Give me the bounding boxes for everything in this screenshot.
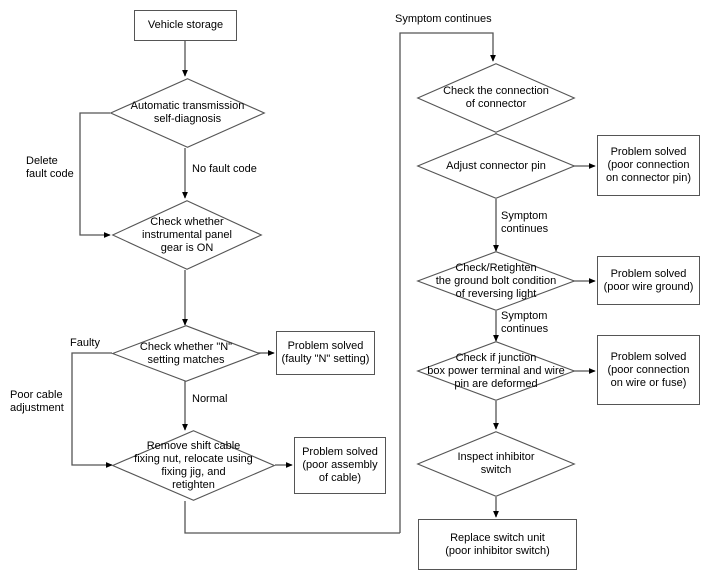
node-label: Problem solved (faulty "N" setting) (281, 340, 370, 365)
diamond-shape (416, 251, 576, 311)
node-label: Problem solved (poor connection on conne… (606, 146, 691, 184)
diamond-shape (416, 133, 576, 199)
node-replace-switch-unit[interactable]: Replace switch unit (poor inhibitor swit… (418, 519, 577, 570)
diamond-shape (416, 341, 576, 401)
edge-label-symptom-continues-2: Symptom continues (501, 310, 549, 335)
node-label: Replace switch unit (poor inhibitor swit… (445, 531, 550, 557)
diamond-shape (416, 63, 576, 133)
node-check-junction-box[interactable]: Check if junction box power terminal and… (416, 341, 576, 401)
node-label: Check whether "N" setting matches (139, 340, 233, 366)
node-problem-solved-connector-pin[interactable]: Problem solved (poor connection on conne… (597, 135, 700, 196)
node-problem-solved-wire-fuse[interactable]: Problem solved (poor connection on wire … (597, 335, 700, 405)
node-label: Problem solved (poor assembly of cable) (302, 446, 378, 484)
node-label: Problem solved (poor connection on wire … (607, 350, 690, 389)
node-problem-solved-wire-ground[interactable]: Problem solved (poor wire ground) (597, 256, 700, 305)
node-label: Problem solved (poor wire ground) (603, 267, 694, 293)
node-label: Adjust connector pin (446, 159, 546, 172)
edge-label-symptom-continues-1: Symptom continues (501, 210, 549, 235)
node-label: Remove shift cable fixing nut, relocate … (134, 439, 253, 491)
node-label: Inspect inhibitor switch (457, 451, 535, 476)
node-check-connector-connection[interactable]: Check the connection of connector (416, 63, 576, 133)
node-adjust-connector-pin[interactable]: Adjust connector pin (416, 133, 576, 199)
edge-label-normal: Normal (192, 393, 228, 405)
node-label: Vehicle storage (147, 19, 224, 31)
node-check-instrumental-panel[interactable]: Check whether instrumental panel gear is… (111, 200, 263, 270)
diamond-shape (111, 325, 261, 382)
diamond-shape (416, 431, 576, 497)
node-problem-solved-n-setting[interactable]: Problem solved (faulty "N" setting) (276, 331, 375, 375)
node-auto-transmission-self-diagnosis[interactable]: Automatic transmission self-diagnosis (109, 78, 266, 148)
edge-label-poor-cable-adjustment: Poor cable adjustment (10, 389, 64, 414)
diamond-shape (111, 200, 263, 270)
node-problem-solved-cable-assembly[interactable]: Problem solved (poor assembly of cable) (294, 437, 386, 494)
node-vehicle-storage[interactable]: Vehicle storage (134, 10, 237, 41)
edge-label-symptom-continues-top: Symptom continues (395, 13, 492, 25)
node-label: Check/Retighten the ground bolt conditio… (435, 261, 557, 300)
node-label: Check whether instrumental panel gear is… (142, 215, 232, 254)
edge-label-no-fault-code: No fault code (192, 163, 257, 175)
node-inspect-inhibitor-switch[interactable]: Inspect inhibitor switch (416, 431, 576, 497)
node-label: Check the connection of connector (443, 85, 549, 110)
diamond-shape (109, 78, 266, 148)
node-check-ground-bolt[interactable]: Check/Retighten the ground bolt conditio… (416, 251, 576, 311)
edge-label-delete-fault-code: Delete fault code (26, 155, 74, 180)
node-check-n-setting[interactable]: Check whether "N" setting matches (111, 325, 261, 382)
diamond-shape (111, 430, 276, 501)
node-remove-shift-cable[interactable]: Remove shift cable fixing nut, relocate … (111, 430, 276, 501)
edge-label-faulty: Faulty (70, 337, 100, 349)
node-label: Check if junction box power terminal and… (427, 351, 565, 390)
node-label: Automatic transmission self-diagnosis (130, 100, 245, 125)
